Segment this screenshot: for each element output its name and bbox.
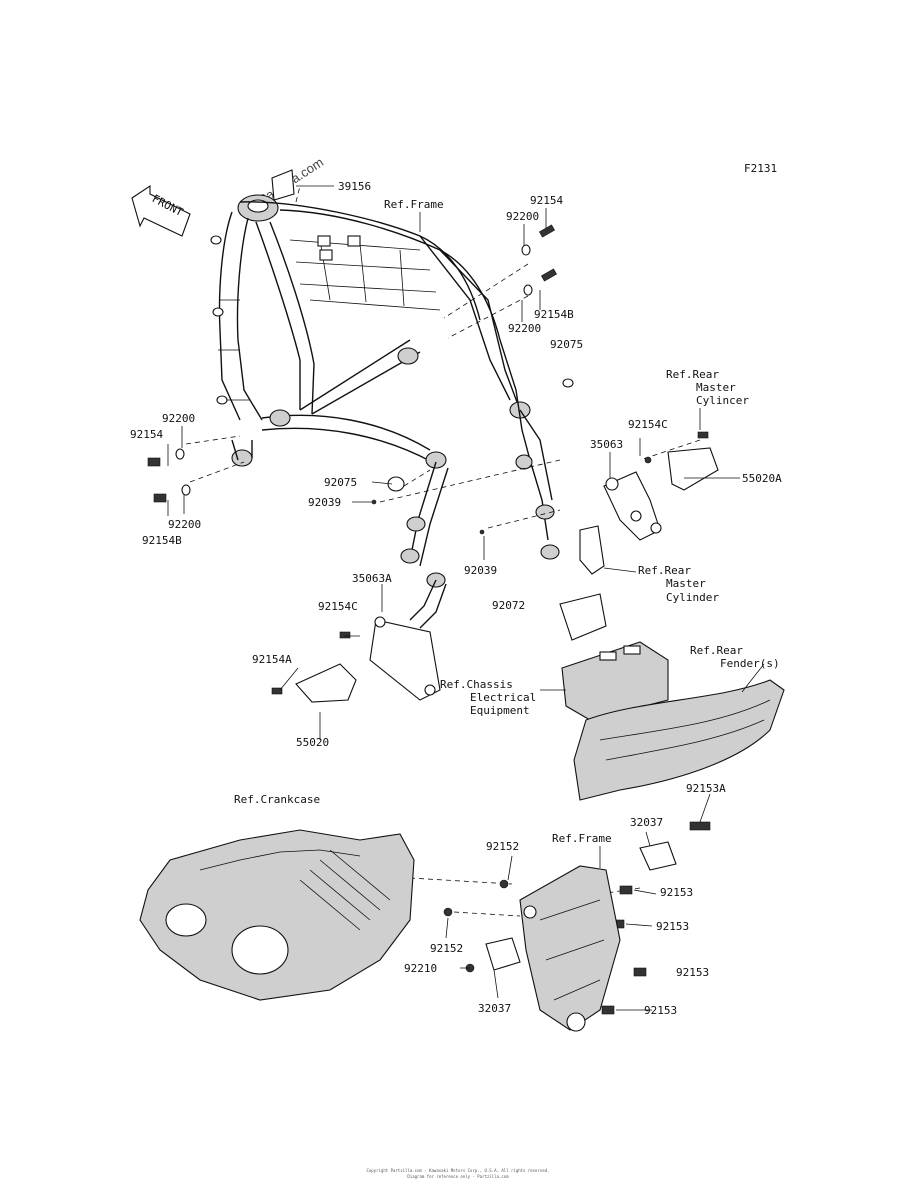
label-92200-left: 92200 — [162, 412, 195, 425]
rear-fender — [573, 679, 785, 801]
label-92154a: 92154A — [252, 653, 292, 666]
label-92154c-left: 92154C — [318, 600, 358, 613]
label-ref-frame-top: Ref.Frame — [384, 198, 444, 211]
label-92039-left: 92039 — [308, 496, 341, 509]
label-92154c-right: 92154C — [628, 418, 668, 431]
label-92154b-left: 92154B — [142, 534, 182, 547]
label-ref-rear-mc-3: Cylincer — [696, 394, 749, 407]
footer-line-1: Copyright Partzilla.com - Kawasaki Motor… — [366, 1168, 549, 1173]
label-ref-chassis-1: Ref.Chassis — [440, 678, 513, 691]
label-plate-39156 — [271, 169, 295, 201]
label-ref-chassis-3: Equipment — [470, 704, 530, 717]
label-92200-left2: 92200 — [168, 518, 201, 531]
label-92152-bot: 92152 — [430, 942, 463, 955]
battery-assembly — [559, 593, 669, 721]
label-92153-1: 92153 — [660, 886, 693, 899]
label-92153-2: 92153 — [656, 920, 689, 933]
crankcase — [139, 829, 415, 1001]
label-35063a: 35063A — [352, 572, 392, 585]
diagram-code: F2131 — [744, 162, 777, 175]
label-92200-top: 92200 — [506, 210, 539, 223]
label-92072: 92072 — [492, 599, 525, 612]
label-55020: 55020 — [296, 736, 329, 749]
front-arrow-icon: FRONT — [131, 184, 191, 237]
label-ref-rear-mc-2: Master — [696, 381, 736, 394]
label-92153-3: 92153 — [676, 966, 709, 979]
label-92039-mid: 92039 — [464, 564, 497, 577]
label-ref-rear-mc-b-1: Ref.Rear — [638, 564, 691, 577]
label-ref-rear-mc-1: Ref.Rear — [666, 368, 719, 381]
label-ref-rear-mc-b-2: Master — [666, 577, 706, 590]
label-92153-4: 92153 — [644, 1004, 677, 1017]
label-92154b-top: 92154B — [534, 308, 574, 321]
label-ref-frame-bot: Ref.Frame — [552, 832, 612, 845]
label-ref-fender-2: Fender(s) — [720, 657, 780, 670]
leader-lines — [167, 185, 765, 1011]
label-92154-left: 92154 — [130, 428, 163, 441]
label-ref-chassis-2: Electrical — [470, 691, 536, 704]
label-55020a: 55020A — [742, 472, 782, 485]
label-ref-rear-mc-b-3: Cylinder — [666, 591, 719, 604]
label-92153a: 92153A — [686, 782, 726, 795]
label-ref-fender-1: Ref.Rear — [690, 644, 743, 657]
label-ref-crankcase: Ref.Crankcase — [234, 793, 320, 806]
part-labels: 39156 Ref.Frame 92154 92200 92154B 92200… — [130, 180, 782, 1017]
label-92152-top: 92152 — [486, 840, 519, 853]
label-92075-left: 92075 — [324, 476, 357, 489]
label-92200-mid: 92200 — [508, 322, 541, 335]
hardware — [147, 224, 711, 1015]
engine-mount-bracket — [485, 841, 677, 1032]
right-footpeg-bracket — [579, 447, 719, 575]
label-92154-top: 92154 — [530, 194, 563, 207]
frame-illustration — [210, 194, 574, 629]
label-92210: 92210 — [404, 962, 437, 975]
footer-line-2: Diagram for reference only - Partzilla.c… — [407, 1174, 509, 1179]
label-39156: 39156 — [338, 180, 371, 193]
label-92075-right: 92075 — [550, 338, 583, 351]
label-32037-top: 32037 — [630, 816, 663, 829]
guide-lines — [185, 185, 701, 925]
label-35063: 35063 — [590, 438, 623, 451]
label-32037-bot: 32037 — [478, 1002, 511, 1015]
left-footpeg-bracket — [295, 616, 441, 703]
